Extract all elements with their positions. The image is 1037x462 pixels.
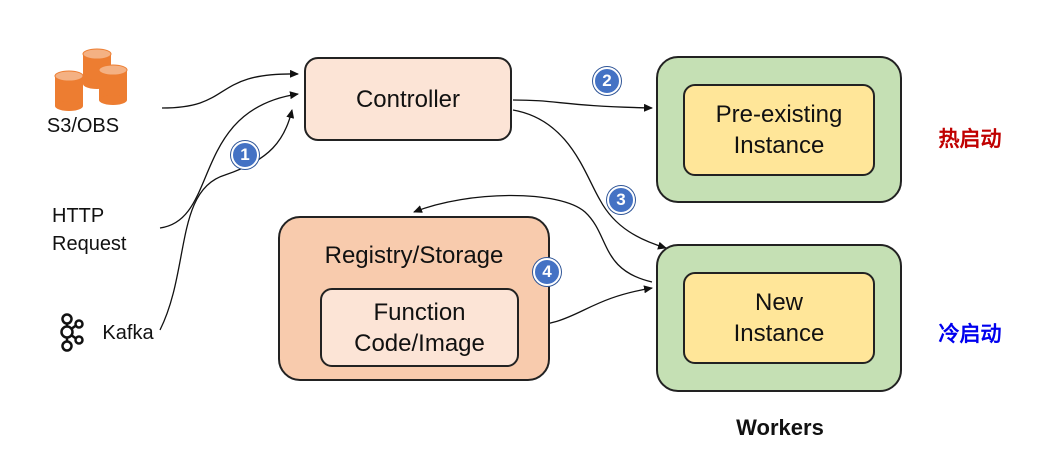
step-1-badge: 1 xyxy=(231,141,259,169)
hot-instance-line-2: Instance xyxy=(733,132,825,159)
step-4-badge: 4 xyxy=(533,258,561,286)
http-request-line-2: Request xyxy=(52,233,127,255)
step-2-badge: 2 xyxy=(593,67,621,95)
hot-instance-line-1: Pre-existing xyxy=(715,101,843,128)
function-line-1: Function xyxy=(373,298,466,326)
kafka-label: Kafka xyxy=(102,322,154,344)
controller-label: Controller xyxy=(355,85,461,113)
s3-bucket-icon xyxy=(54,48,128,111)
kafka-icon xyxy=(60,313,84,352)
registry-storage-label: Registry/Storage xyxy=(324,241,504,269)
new-instance-box: New Instance xyxy=(683,272,875,364)
step-3-badge: 3 xyxy=(607,186,635,214)
pre-existing-instance-box: Pre-existing Instance xyxy=(683,84,875,176)
http-request-line-1: HTTP xyxy=(52,205,105,227)
workers-label: Workers xyxy=(736,415,824,440)
hot-start-label: 热启动 xyxy=(938,127,1002,151)
function-line-2: Code/Image xyxy=(354,329,485,357)
arrow-controller-to-cold-worker xyxy=(512,109,667,250)
arrow-cold-worker-to-registry xyxy=(413,194,653,283)
s3-obs-label: S3/OBS xyxy=(46,115,120,137)
controller-box: Controller xyxy=(304,57,512,141)
arrow-kafka-to-controller xyxy=(159,109,295,331)
function-code-image-box: Function Code/Image xyxy=(320,288,519,367)
cold-instance-line-1: New xyxy=(754,289,803,316)
arrow-http-to-controller xyxy=(159,91,299,229)
arrow-controller-to-hot-worker xyxy=(512,99,653,112)
cold-start-label: 冷启动 xyxy=(938,322,1002,346)
cold-instance-line-2: Instance xyxy=(733,320,825,347)
http-request-label: HTTP Request xyxy=(52,202,152,258)
arrow-s3-to-controller xyxy=(161,69,299,109)
